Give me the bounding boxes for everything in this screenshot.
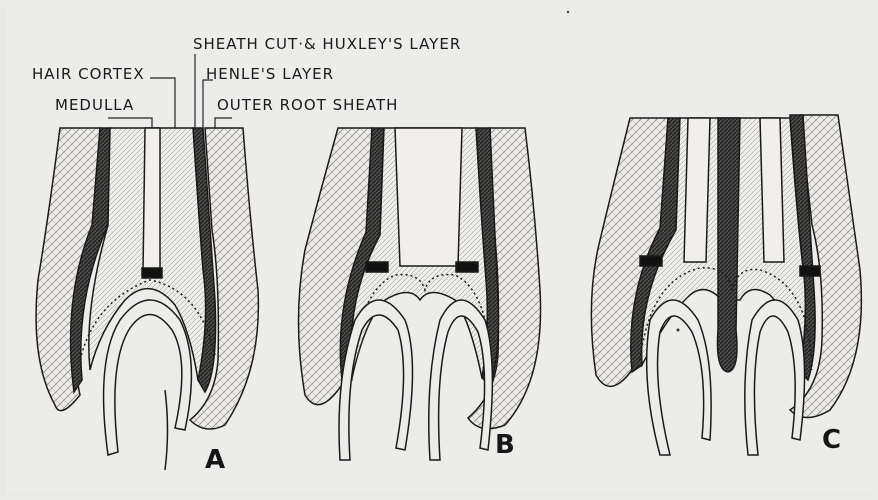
follicle-c-hair-shaft-left	[684, 118, 710, 262]
label-henles-layer: HENLE'S LAYER	[206, 66, 334, 82]
follicle-c-medulla-bulb-left	[640, 256, 662, 266]
panel-label-c: C	[822, 425, 841, 455]
panel-label-b: B	[495, 430, 515, 460]
follicle-a-hair-shaft	[143, 128, 160, 272]
label-outer-root-sheath: OUTER ROOT SHEATH	[217, 97, 398, 113]
panel-label-a: A	[205, 445, 225, 475]
follicle-a-medulla-bulb	[142, 268, 162, 278]
label-hair-cortex: HAIR CORTEX	[32, 66, 145, 82]
follicle-b-medulla-bulb-left	[366, 262, 388, 272]
follicle-b-hair-shaft	[395, 128, 462, 266]
label-medulla: MEDULLA	[55, 97, 134, 113]
follicle-c-medulla-bulb-right	[800, 266, 820, 276]
speck-mark	[677, 329, 680, 332]
follicle-c-hair-shaft-right	[760, 118, 784, 262]
speck-mark	[567, 11, 569, 13]
label-sheath-cut-huxleys-layer: SHEATH CUT·& HUXLEY'S LAYER	[193, 36, 461, 52]
follicle-c-medulla-column	[717, 118, 740, 372]
follicle-b-medulla-bulb-right	[456, 262, 478, 272]
